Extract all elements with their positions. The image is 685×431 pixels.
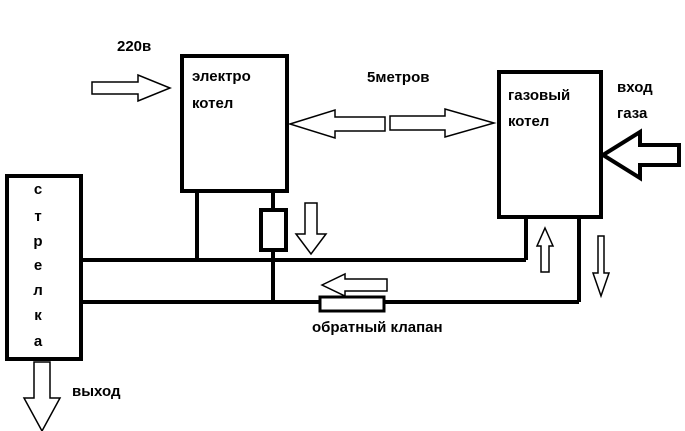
- hydro-arrow-box: [5, 174, 83, 361]
- hydro-arrow-label: с т р е л к а: [33, 181, 43, 350]
- check-valve: [318, 295, 386, 313]
- hydro-arrow-letter: р: [33, 233, 42, 250]
- distance-arrow-right: [389, 108, 497, 138]
- hydro-arrow-letter: а: [34, 333, 43, 350]
- outlet-arrow: [22, 361, 62, 431]
- gas-inlet-label-1: вход: [617, 79, 653, 96]
- hydro-arrow-letter: с: [34, 181, 42, 198]
- hydro-arrow-letter: е: [34, 257, 42, 274]
- hydro-arrow-letter: т: [34, 208, 41, 225]
- gas-boiler-label-1: газовый: [508, 87, 570, 104]
- check-valve-label: обратный клапан: [312, 319, 443, 336]
- electric-boiler-label-2: котел: [192, 95, 233, 112]
- gas-inlet-label-2: газа: [617, 105, 648, 122]
- hydro-arrow-letter: л: [33, 282, 43, 299]
- flow-down-arrow-gas-return: [591, 235, 611, 299]
- gas-inlet-arrow: [599, 128, 681, 182]
- power-label: 220в: [117, 38, 151, 55]
- flow-up-arrow-gas-supply: [535, 226, 555, 273]
- power-in-arrow: [91, 73, 172, 103]
- electric-boiler-label-1: электро: [192, 68, 251, 85]
- outlet-label: выход: [72, 383, 121, 400]
- flow-down-arrow-electric: [294, 202, 328, 256]
- hydro-arrow-letter: к: [34, 307, 42, 324]
- gas-boiler-label-2: котел: [508, 113, 549, 130]
- electric-boiler-box: [180, 54, 289, 193]
- gas-boiler-box: [497, 70, 603, 219]
- distance-label: 5метров: [367, 69, 429, 86]
- flow-left-arrow-return: [320, 272, 388, 298]
- electric-boiler-valve: [259, 208, 288, 252]
- distance-arrow-left: [287, 108, 386, 140]
